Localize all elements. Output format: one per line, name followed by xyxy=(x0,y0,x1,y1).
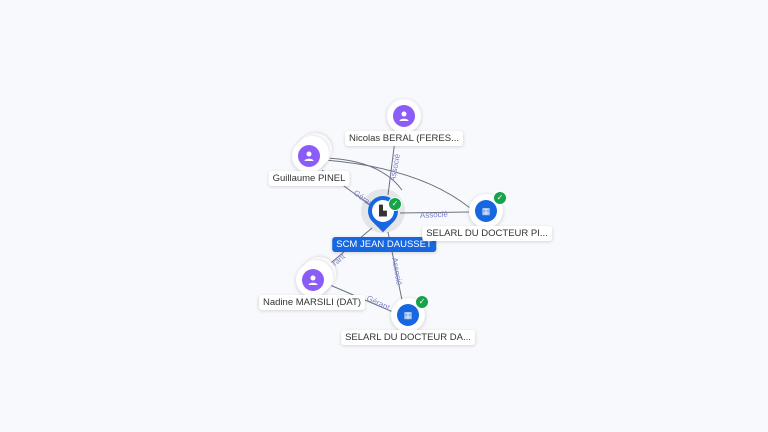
edge-guillaume-selarl-pi xyxy=(324,159,471,209)
node-nicolas[interactable] xyxy=(387,99,421,133)
verified-check-icon: ✓ xyxy=(415,295,429,309)
edge-label-associe-3: Associé xyxy=(390,257,404,287)
node-label[interactable]: SELARL DU DOCTEUR DA... xyxy=(341,330,475,345)
edge-label-associe-1: Associé xyxy=(388,153,402,183)
node-label[interactable]: SELARL DU DOCTEUR PI... xyxy=(422,226,552,241)
person-icon xyxy=(302,269,324,291)
building-icon: ▦ xyxy=(475,200,497,222)
verified-check-icon: ✓ xyxy=(493,191,507,205)
node-selarl-da[interactable]: ▦✓ xyxy=(391,295,429,332)
edge-guillaume-center xyxy=(324,157,403,191)
person-icon xyxy=(298,145,320,167)
node-guillaume[interactable] xyxy=(292,139,326,173)
edge-selarl-pi-scm xyxy=(399,211,470,214)
building-icon: ▦ xyxy=(397,304,419,326)
edge-label-associe-2: Associé xyxy=(420,210,449,220)
node-nadine[interactable] xyxy=(296,263,330,297)
node-label[interactable]: Guillaume PINEL xyxy=(268,171,350,186)
node-selarl-pi[interactable]: ▦✓ xyxy=(469,191,507,228)
verified-check-icon: ✓ xyxy=(388,197,402,211)
node-label[interactable]: Nicolas BERAL (FERES... xyxy=(345,131,463,146)
person-icon xyxy=(393,105,415,127)
edge-label-gerant-3: Gérant xyxy=(365,294,392,313)
node-label[interactable]: Nadine MARSILI (DAT) xyxy=(258,295,366,310)
center-label[interactable]: SCM JEAN DAUSSET xyxy=(332,237,436,252)
